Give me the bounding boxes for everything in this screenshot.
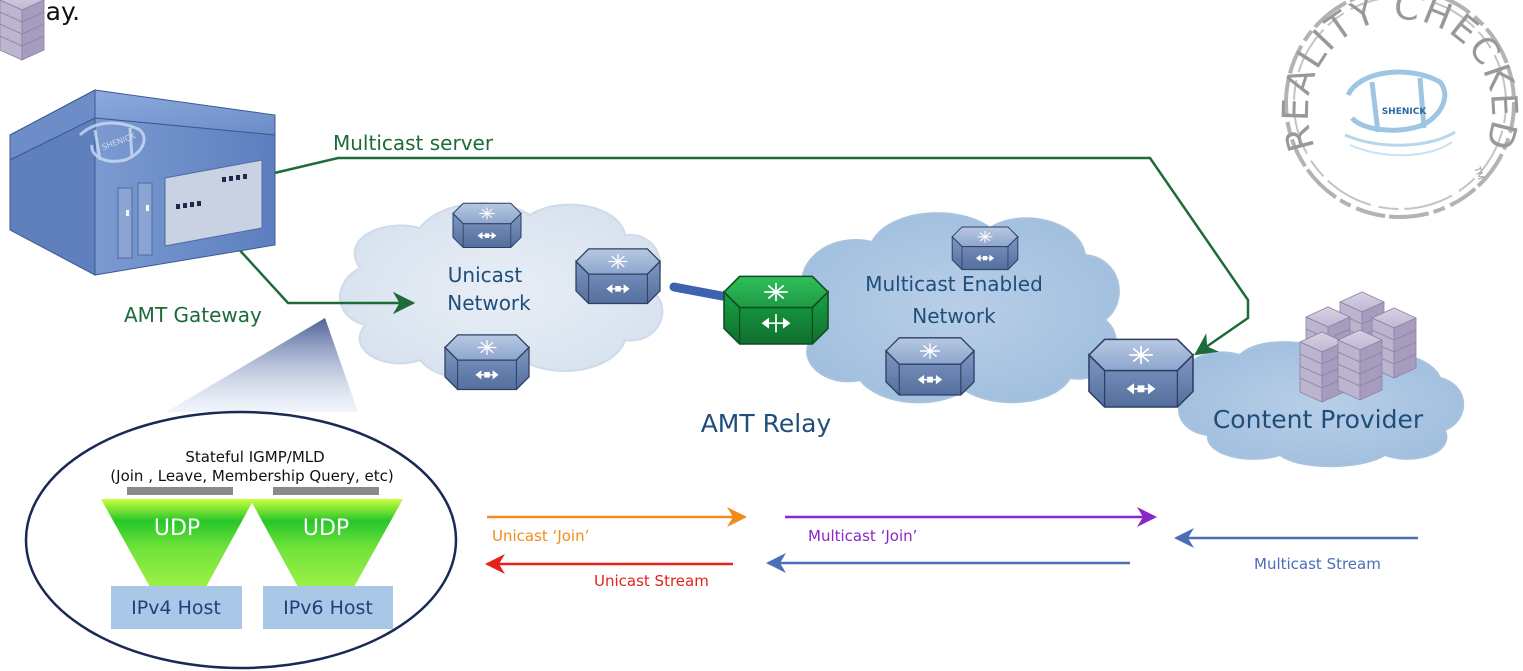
amt-relay-router [722, 275, 830, 345]
ipv4-host-label: IPv4 Host [131, 597, 221, 619]
reality-checked-badge: REALITY CHECKED TM SHENICK [1276, 0, 1522, 219]
multicast-router-bottom [885, 337, 975, 396]
content-edge-router [1088, 338, 1194, 408]
socket-bar-right [273, 487, 379, 495]
amt-gateway-label: AMT Gateway [124, 303, 262, 327]
unicast-join-label: Unicast ‘Join’ [492, 527, 589, 545]
multicast-join-label: Multicast ‘Join’ [808, 527, 917, 545]
unicast-router-top [452, 202, 522, 249]
inset-title-line2: (Join , Leave, Membership Query, etc) [110, 467, 393, 485]
badge-shenick-logo-icon: SHENICK [1344, 69, 1456, 157]
ipv4-host-box [111, 586, 242, 629]
zoom-beam [166, 318, 358, 412]
udp-label-right: UDP [303, 516, 349, 541]
multicast-server-path [231, 156, 1250, 356]
multicast-stream-label: Multicast Stream [1254, 555, 1381, 573]
relay-link [669, 282, 727, 301]
udp-funnel-right [250, 499, 403, 587]
unicast-stream-label: Unicast Stream [594, 572, 709, 590]
multicast-network-label-line1: Multicast Enabled [865, 272, 1043, 296]
unicast-network-label-line1: Unicast [448, 263, 523, 287]
ipv6-host-label: IPv6 Host [283, 597, 373, 619]
udp-funnel-left [101, 499, 254, 587]
ipv6-host-box [263, 586, 393, 629]
unicast-router-edge [575, 248, 661, 305]
amt-relay-label: AMT Relay [701, 409, 832, 438]
multicast-router-top [951, 226, 1019, 271]
multicast-server-device: SHENICK [9, 89, 276, 276]
badge-tm: TM [1471, 165, 1485, 182]
content-provider-servers-icon [0, 0, 1417, 403]
inset-title-line1: Stateful IGMP/MLD [185, 448, 324, 466]
udp-label-left: UDP [154, 516, 200, 541]
unicast-network-label-line2: Network [447, 291, 531, 315]
multicast-network-label-line2: Network [912, 304, 996, 328]
badge-brand-label: SHENICK [1382, 107, 1428, 117]
socket-bar-left [127, 487, 233, 495]
multicast-server-label: Multicast server [333, 131, 494, 155]
content-provider-label: Content Provider [1213, 405, 1424, 434]
unicast-router-bottom [444, 334, 530, 391]
